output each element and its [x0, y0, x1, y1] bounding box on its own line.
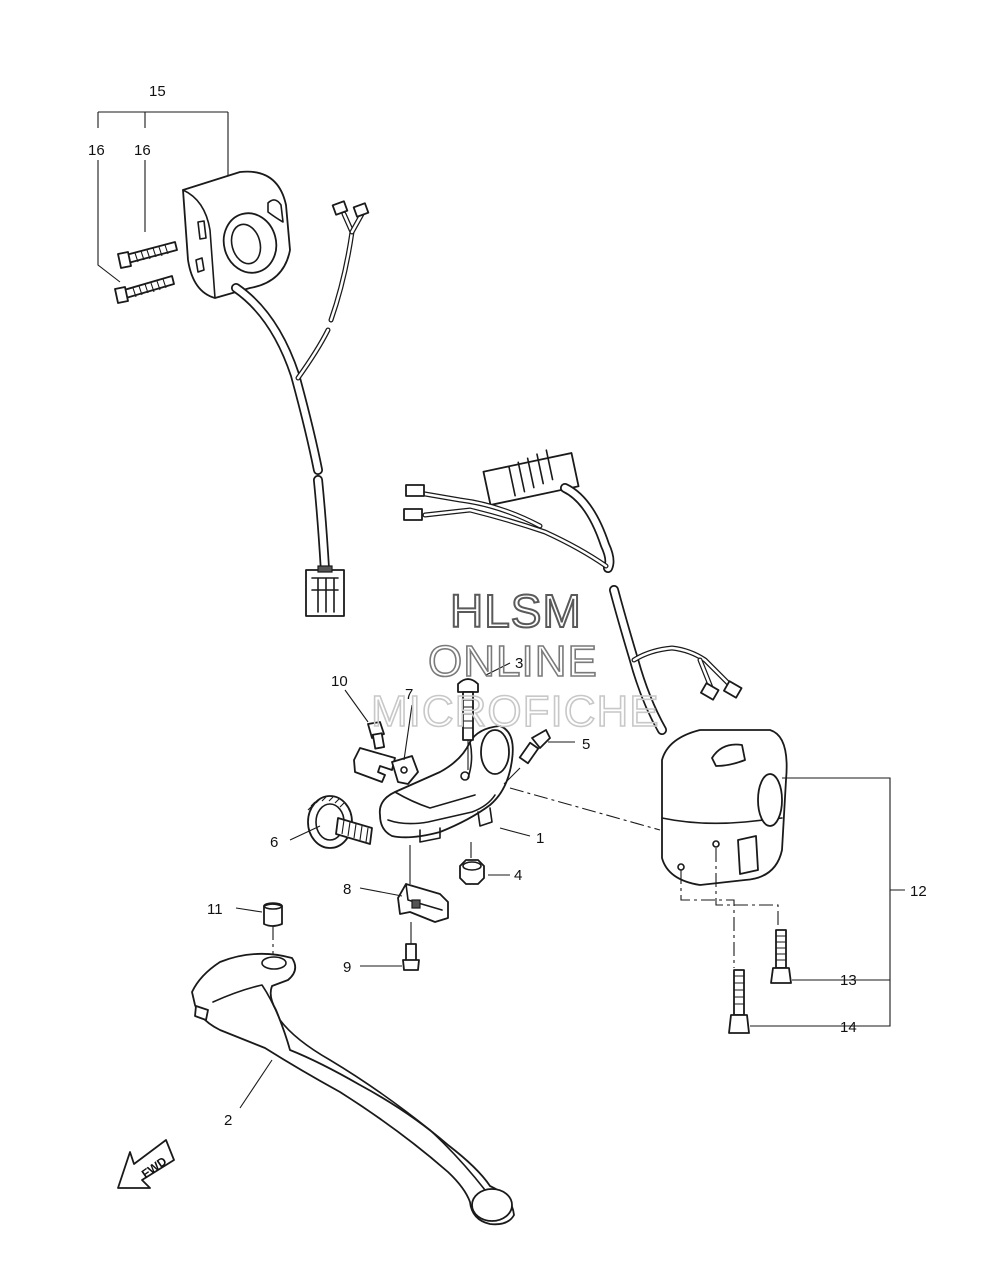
- callout-14: 14: [840, 1019, 857, 1036]
- watermark-line-3: MICROFICHE: [371, 687, 660, 736]
- right-switch-screw-13: [770, 929, 792, 984]
- left-switch-screw-upper: [117, 241, 178, 269]
- callout-4: 4: [514, 867, 522, 884]
- screw-5: [503, 729, 575, 785]
- watermark: HLSM ONLINE MICROFICHE: [370, 584, 660, 737]
- left-handlebar-switch: [182, 170, 291, 299]
- adjuster-6: [307, 795, 373, 849]
- callout-9: 9: [343, 959, 351, 976]
- right-switch-screw-14: [728, 969, 750, 1034]
- bolt-3: [457, 678, 479, 770]
- callout-leaders-12-13-14: [509, 777, 905, 1027]
- collar-11: [235, 902, 283, 958]
- callout-8: 8: [343, 881, 351, 898]
- callout-leaders-misc: [289, 662, 531, 876]
- callout-16-right: 16: [134, 142, 151, 159]
- callout-5: 5: [582, 736, 590, 753]
- callout-3: 3: [515, 655, 523, 672]
- callout-leaders-15-16: [97, 111, 229, 283]
- callout-7: 7: [405, 686, 413, 703]
- screw-10: [344, 689, 386, 750]
- callout-6: 6: [270, 834, 278, 851]
- right-handlebar-switch: [661, 729, 788, 886]
- callout-15: 15: [149, 83, 166, 100]
- left-switch-screw-lower: [114, 275, 175, 304]
- bracket-7: [353, 704, 419, 785]
- clutch-lever: [191, 952, 515, 1226]
- callout-13: 13: [840, 972, 857, 989]
- callout-1: 1: [536, 830, 544, 847]
- right-switch-harness: [403, 449, 743, 735]
- left-switch-harness: [231, 200, 370, 617]
- screw-9: [360, 922, 420, 971]
- callout-12: 12: [910, 883, 927, 900]
- nut-4: [459, 842, 485, 885]
- callout-11: 11: [207, 901, 223, 918]
- callout-10: 10: [331, 673, 348, 690]
- watermark-line-2: ONLINE: [428, 637, 598, 686]
- forward-direction-arrow: FWD: [117, 1139, 175, 1189]
- callout-16-left: 16: [88, 142, 105, 159]
- switch-8: [359, 845, 449, 923]
- callout-2: 2: [224, 1112, 232, 1129]
- callout-numbers: 15 16 16 3 10 7 5 1 6 4 8 11 9 12 13 14 …: [88, 83, 927, 1129]
- lever-holder: [378, 725, 514, 843]
- watermark-line-1: HLSM: [450, 585, 582, 637]
